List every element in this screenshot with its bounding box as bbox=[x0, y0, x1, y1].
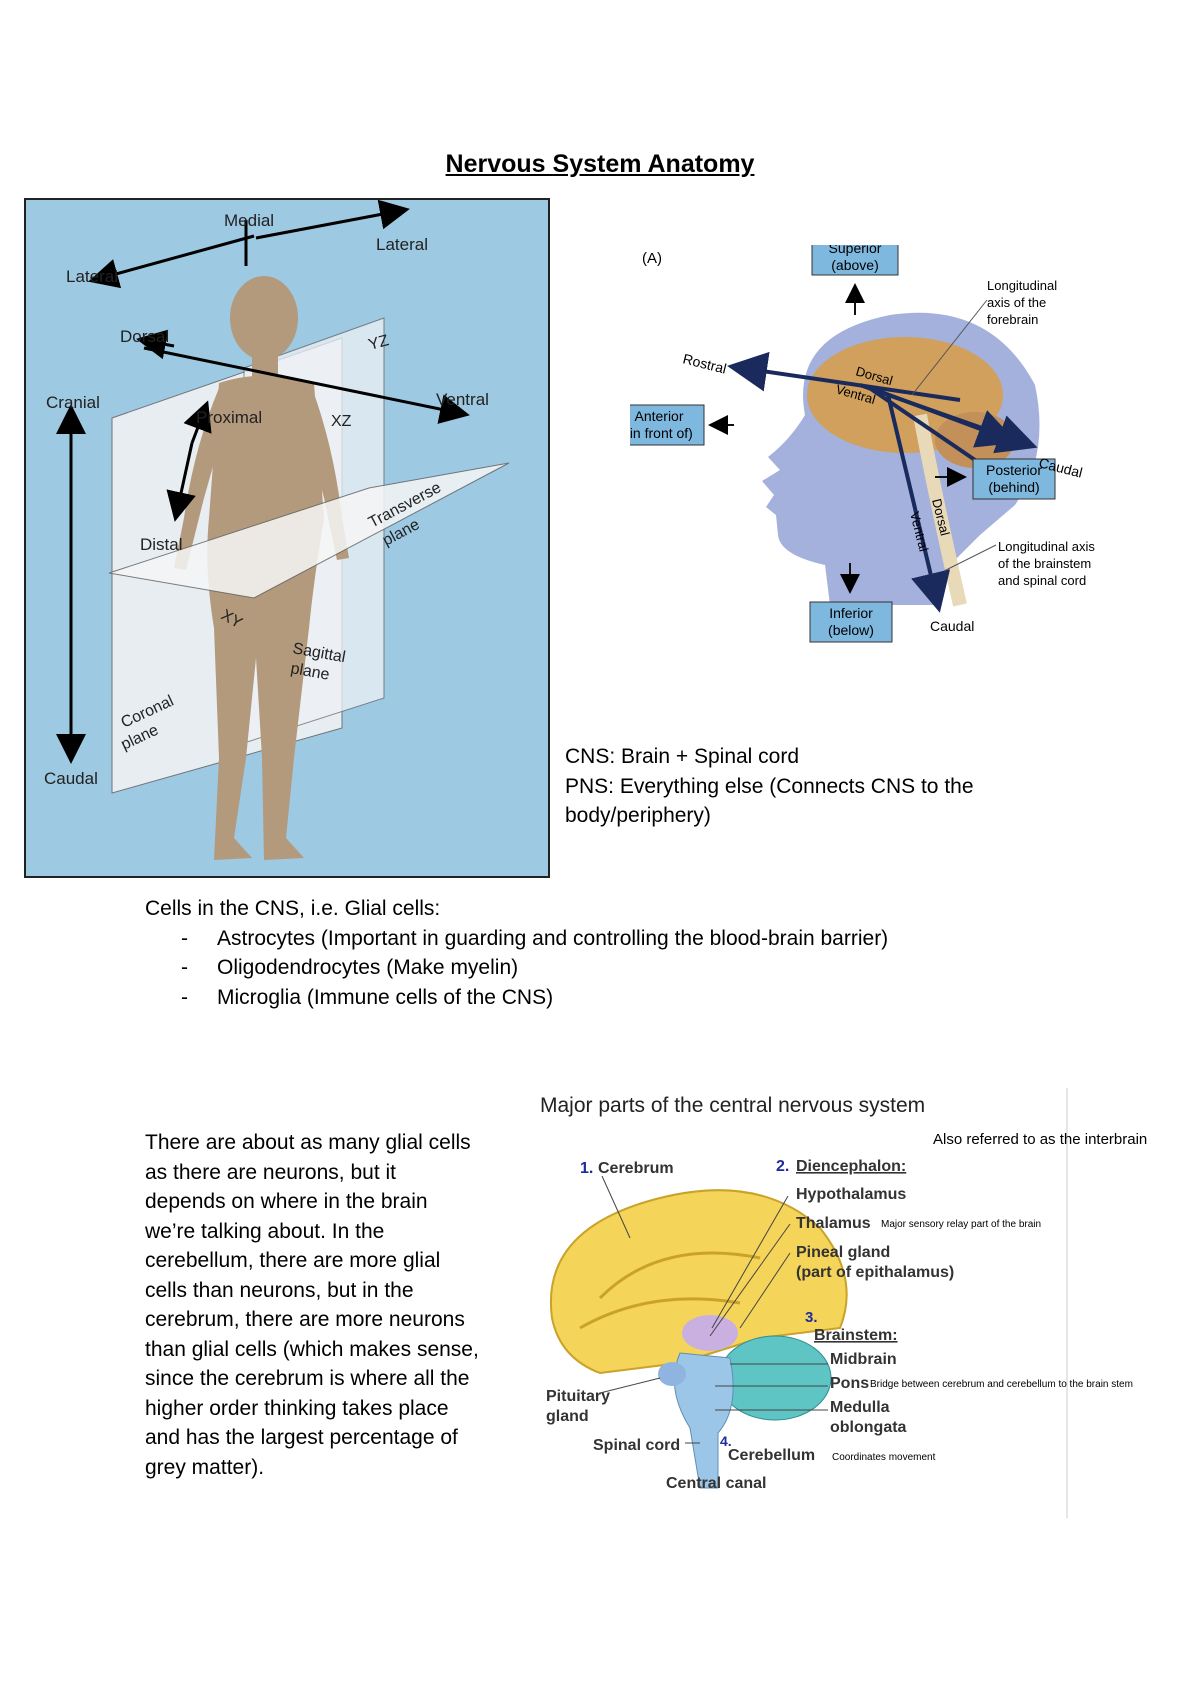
label-proximal: Proximal bbox=[196, 408, 262, 427]
head-directions-figure: (A) Superior (above) Anterior (in front … bbox=[630, 245, 1095, 643]
label-pons: Pons bbox=[830, 1375, 869, 1392]
list-item: -Microglia (Immune cells of the CNS) bbox=[181, 985, 554, 1009]
brainstem-shape bbox=[913, 413, 967, 607]
label-ventral: Ventral bbox=[436, 390, 489, 409]
svg-text:3.: 3. bbox=[805, 1309, 818, 1326]
label-thalamus: Thalamus bbox=[796, 1215, 871, 1232]
label-rostral: Rostral bbox=[681, 350, 728, 376]
label-hypothalamus: Hypothalamus bbox=[796, 1186, 906, 1203]
label-brainstem: Brainstem: bbox=[814, 1327, 898, 1344]
label-xz: XZ bbox=[331, 413, 352, 430]
label-caudal-bottom: Caudal bbox=[930, 618, 974, 634]
list-item: -Astrocytes (Important in guarding and c… bbox=[181, 926, 889, 950]
label-pineal-1: Pineal gland bbox=[796, 1244, 890, 1261]
cns-pns-text: CNS: Brain + Spinal cord PNS: Everything… bbox=[565, 745, 974, 827]
label-distal: Distal bbox=[140, 535, 183, 554]
svg-text:4.: 4. bbox=[720, 1433, 732, 1449]
list-item: -Oligodendrocytes (Make myelin) bbox=[181, 956, 519, 979]
svg-text:forebrain: forebrain bbox=[987, 312, 1038, 327]
cns-parts-figure: Major parts of the central nervous syste… bbox=[540, 1088, 1147, 1518]
superior-box bbox=[811, 245, 899, 276]
cerebellum-shape bbox=[718, 1335, 832, 1421]
posterior-box bbox=[972, 458, 1056, 500]
label-cerebrum: Cerebrum bbox=[598, 1160, 674, 1177]
svg-text:Longitudinal axis: Longitudinal axis bbox=[998, 539, 1095, 554]
label-caudal: Caudal bbox=[44, 769, 98, 788]
anterior-box bbox=[630, 404, 705, 446]
svg-text:(behind): (behind) bbox=[988, 479, 1039, 495]
thalamus-note: Major sensory relay part of the brain bbox=[881, 1219, 1041, 1230]
svg-text:and spinal cord: and spinal cord bbox=[998, 573, 1086, 588]
pons-note: Bridge between cerebrum and cerebellum t… bbox=[870, 1379, 1133, 1390]
label-medial: Medial bbox=[224, 211, 274, 230]
label-sagittal-2: plane bbox=[289, 660, 331, 684]
svg-text:(in front of): (in front of) bbox=[630, 425, 693, 441]
glial-list: -Astrocytes (Important in guarding and c… bbox=[145, 924, 888, 1013]
label-cerebellum: Cerebellum bbox=[728, 1447, 815, 1464]
svg-text:Superior: Superior bbox=[829, 245, 882, 256]
svg-text:1.: 1. bbox=[580, 1160, 593, 1177]
label-diencephalon: Diencephalon: bbox=[796, 1158, 906, 1175]
glial-cells-section: Cells in the CNS, i.e. Glial cells: -Ast… bbox=[145, 894, 888, 1012]
label-central-canal: Central canal bbox=[666, 1475, 766, 1492]
pituitary-shape bbox=[658, 1362, 686, 1386]
interbrain-note: Also referred to as the interbrain bbox=[933, 1131, 1147, 1148]
svg-text:(below): (below) bbox=[828, 622, 874, 638]
body-planes-figure: Medial Lateral Lateral Dorsal Ventral Cr… bbox=[24, 198, 550, 878]
glial-heading: Cells in the CNS, i.e. Glial cells: bbox=[145, 897, 441, 920]
svg-text:Posterior: Posterior bbox=[986, 462, 1042, 478]
label-cranial: Cranial bbox=[46, 393, 100, 412]
svg-text:Anterior: Anterior bbox=[634, 408, 683, 424]
svg-text:axis of the: axis of the bbox=[987, 295, 1046, 310]
transverse-plane bbox=[108, 462, 510, 599]
label-lateral-right: Lateral bbox=[376, 235, 428, 254]
label-dorsal: Dorsal bbox=[120, 327, 169, 346]
label-pineal-2: (part of epithalamus) bbox=[796, 1264, 954, 1281]
glial-neuron-paragraph: There are about as many glial cells as t… bbox=[145, 1131, 479, 1479]
panel-label: (A) bbox=[642, 250, 662, 267]
label-yz: YZ bbox=[367, 332, 391, 354]
cerebellum-note: Coordinates movement bbox=[832, 1452, 936, 1463]
svg-text:2.: 2. bbox=[776, 1158, 789, 1175]
svg-text:of the brainstem: of the brainstem bbox=[998, 556, 1091, 571]
label-medulla-2: oblongata bbox=[830, 1419, 907, 1436]
page-title: Nervous System Anatomy bbox=[445, 150, 755, 178]
svg-text:(above): (above) bbox=[831, 257, 878, 273]
inferior-box bbox=[809, 601, 893, 643]
label-pituitary-2: gland bbox=[546, 1408, 589, 1425]
label-medulla-1: Medulla bbox=[830, 1399, 890, 1416]
cns-figure-title: Major parts of the central nervous syste… bbox=[540, 1094, 925, 1117]
svg-text:Inferior: Inferior bbox=[829, 605, 873, 621]
label-midbrain: Midbrain bbox=[830, 1351, 897, 1368]
label-pituitary-1: Pituitary bbox=[546, 1388, 610, 1405]
label-lateral-left: Lateral bbox=[66, 267, 118, 286]
label-spinal-cord: Spinal cord bbox=[593, 1437, 680, 1454]
cerebrum-shape bbox=[549, 1189, 848, 1375]
svg-text:Longitudinal: Longitudinal bbox=[987, 278, 1057, 293]
diencephalon-shape bbox=[682, 1315, 738, 1351]
